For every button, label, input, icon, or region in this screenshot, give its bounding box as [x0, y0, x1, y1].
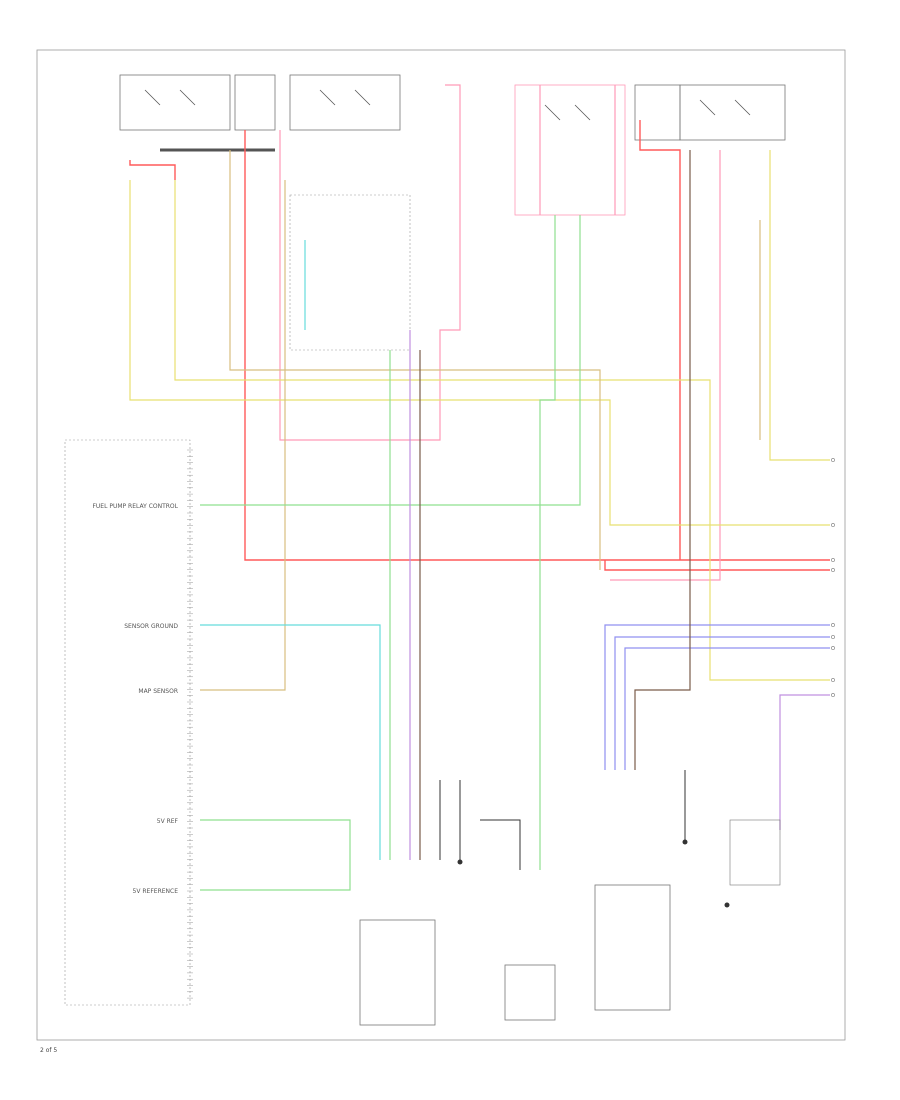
pin-label-5v-ref: 5V REF	[157, 818, 179, 825]
pink-wires	[279, 84, 721, 581]
relay-box-center	[514, 84, 626, 216]
left-module-pin-column	[187, 449, 193, 999]
right-edge-terminals	[831, 458, 835, 697]
pin-label-5v-reference: 5V REFERENCE	[133, 888, 179, 895]
canister-box	[504, 964, 556, 1021]
blue-wires	[604, 624, 830, 770]
right-sensor-box	[729, 819, 781, 886]
footer-code: 2 of 5	[40, 1047, 57, 1054]
tan-wires	[200, 150, 761, 691]
pin-label-fuel-pump-relay-control: FUEL PUMP RELAY CONTROL	[92, 503, 178, 510]
black-wires	[439, 770, 686, 870]
left-module-dashed	[64, 439, 191, 1006]
diagram-border	[36, 49, 846, 1041]
ground-point-3	[724, 902, 730, 908]
sensor-box-dashed	[289, 194, 411, 351]
yellow-wires	[129, 150, 830, 681]
pin-label-sensor-ground: SENSOR GROUND	[124, 623, 178, 630]
cyan-wires	[200, 240, 381, 860]
relay-box-left	[119, 74, 401, 152]
ground-point-1	[457, 859, 463, 865]
fuel-level-module-box	[594, 884, 671, 1011]
green-wires	[200, 215, 581, 891]
purple-wires	[409, 330, 830, 860]
red-wires	[129, 120, 830, 571]
ground-symbols	[457, 839, 730, 908]
brown-wires	[419, 150, 691, 860]
pin-label-map-sensor: MAP SENSOR	[138, 688, 178, 695]
ground-point-2	[682, 839, 688, 845]
relay-box-right	[634, 84, 786, 141]
fuel-pump-module-box	[359, 919, 436, 1026]
